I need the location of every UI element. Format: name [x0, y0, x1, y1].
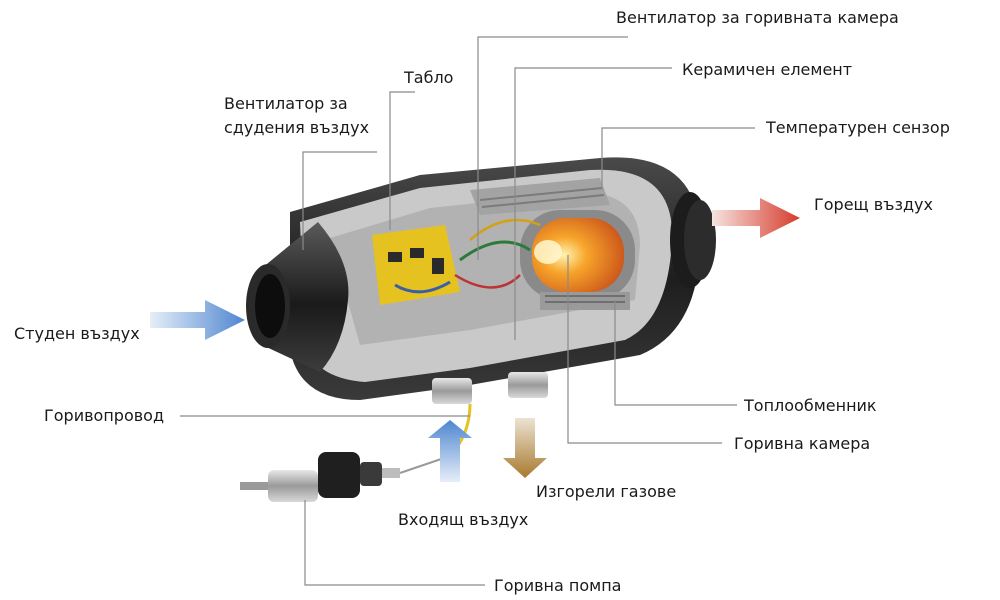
fuel-pump	[240, 452, 451, 502]
leader-temperature-sensor	[601, 127, 755, 190]
bottom-ports	[432, 372, 548, 404]
leader-heat-exchanger	[614, 300, 737, 406]
leader-combustion-chamber	[567, 255, 722, 444]
exhaust-gases-arrow	[503, 418, 547, 478]
label-fuel-line: Горивопровод	[44, 406, 165, 425]
hot-air-arrow	[712, 198, 800, 238]
leader-cold-air-fan	[302, 151, 377, 250]
leader-fuel-pump	[304, 500, 485, 586]
label-combustion-fan: Вентилатор за горивната камера	[616, 8, 899, 27]
label-cold-air-fan-line2: сдудения въздух	[224, 118, 370, 137]
label-cold-air: Студен въздух	[14, 324, 140, 343]
intake-air-arrow	[428, 420, 472, 482]
control-board	[372, 225, 460, 305]
leader-combustion-fan	[477, 36, 628, 260]
leader-lines	[180, 36, 755, 586]
label-ceramic-element: Керамичен елемент	[682, 60, 853, 79]
leader-ceramic-element	[514, 67, 672, 340]
leader-control-board	[389, 91, 415, 230]
label-cold-air-fan-line1: Вентилатор за	[224, 94, 348, 113]
intake-funnel	[246, 222, 349, 372]
label-intake-air: Входящ въздух	[398, 510, 529, 529]
label-fuel-pump: Горивна помпа	[494, 576, 622, 595]
label-control-board: Табло	[404, 68, 454, 87]
label-temperature-sensor: Температурен сензор	[766, 118, 950, 137]
label-heat-exchanger: Топлообменник	[744, 396, 877, 415]
combustion-chamber-cutaway	[520, 210, 635, 310]
heat-exchanger-fins	[470, 178, 610, 215]
cold-air-arrow	[150, 300, 245, 340]
label-hot-air: Горещ въздух	[814, 195, 933, 214]
label-exhaust-gases: Изгорели газове	[536, 482, 677, 501]
label-combustion-chamber: Горивна камера	[734, 434, 871, 453]
